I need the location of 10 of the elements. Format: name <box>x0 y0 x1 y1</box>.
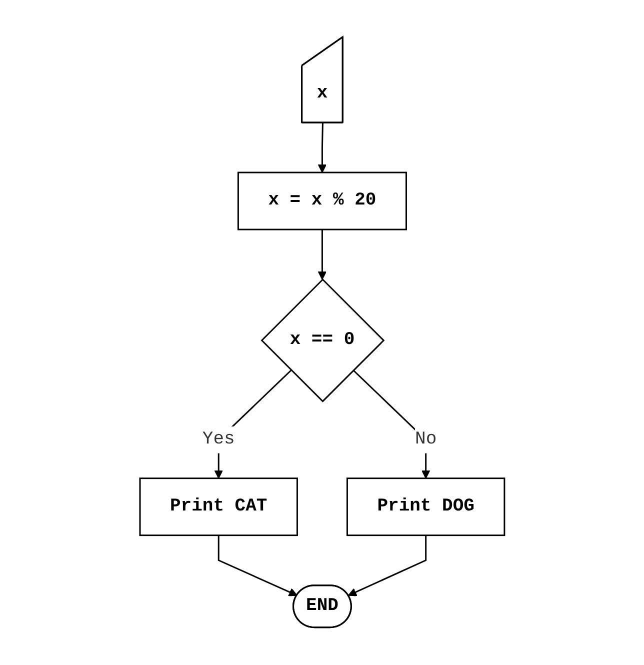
edge-label: No <box>414 430 436 450</box>
node-diamond: x == 0 <box>260 278 384 403</box>
node-box: x = x % 20 <box>237 172 407 231</box>
arrow <box>218 536 298 597</box>
arrow <box>348 536 426 597</box>
node-box: Print DOG <box>346 478 505 536</box>
arrow <box>318 123 326 174</box>
node-box: Print CAT <box>139 478 298 536</box>
arrow <box>318 230 326 280</box>
edge-label: Yes <box>202 430 235 450</box>
